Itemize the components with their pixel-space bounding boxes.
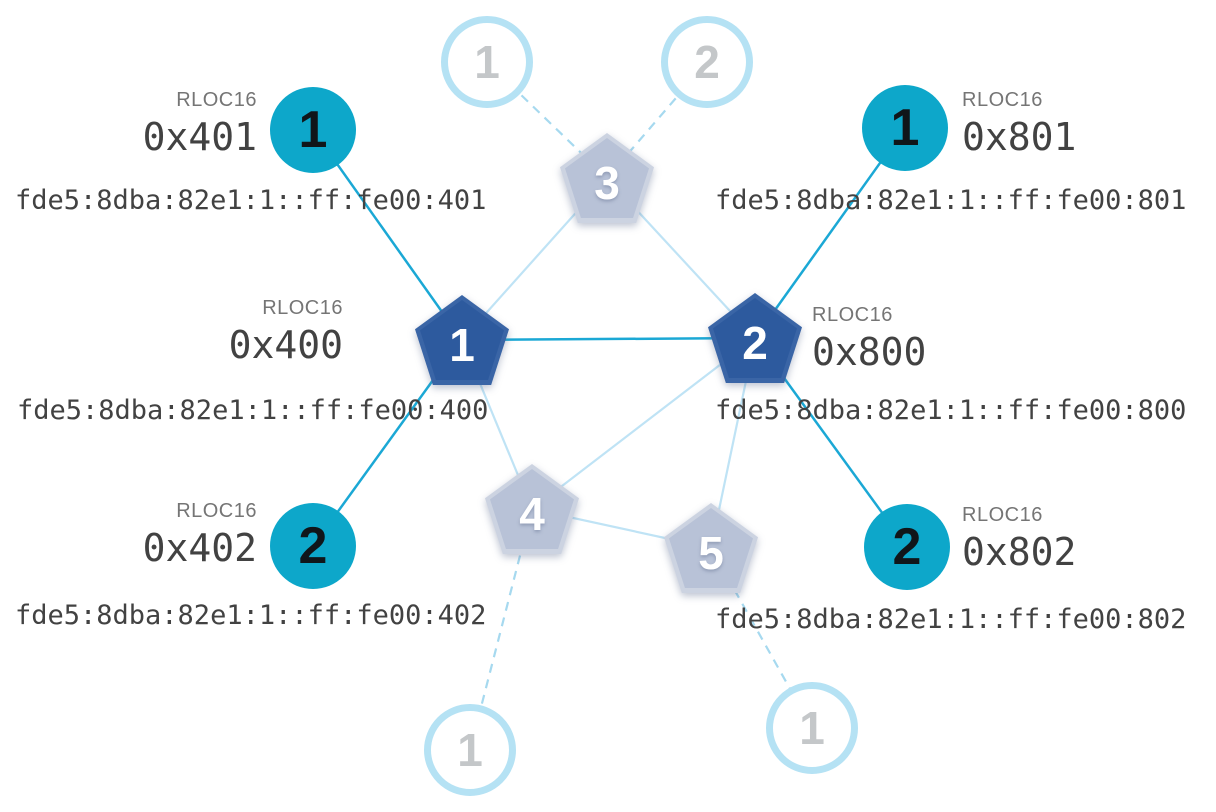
rloc16-value: 0x802 <box>962 530 1077 574</box>
child-bottom-right-1-node[interactable]: 1 <box>766 682 858 774</box>
node-number: 1 <box>474 36 500 88</box>
rloc16-title: RLOC16 <box>262 297 343 319</box>
node-number: 1 <box>457 724 483 776</box>
rloc16-value: 0x801 <box>962 115 1077 159</box>
link-router-2-router-4 <box>531 337 756 510</box>
router-1-rloc-label: RLOC16 0x400 <box>83 296 343 367</box>
rloc16-title: RLOC16 <box>962 89 1043 111</box>
router-4-node[interactable]: 4 <box>485 464 579 554</box>
rloc16-title: RLOC16 <box>176 500 257 522</box>
router-1-node[interactable]: 1 <box>415 295 509 385</box>
node-number: 2 <box>892 518 922 576</box>
child-402-ipv6-address: fde5:8dba:82e1:1::ff:fe00:402 <box>15 600 487 631</box>
node-number: 4 <box>519 488 545 540</box>
node-number: 3 <box>594 157 620 209</box>
child-401-rloc-label: RLOC16 0x401 <box>0 88 257 159</box>
rloc16-title: RLOC16 <box>176 89 257 111</box>
router-1-ipv6-address: fde5:8dba:82e1:1::ff:fe00:400 <box>17 395 489 426</box>
child-802-node[interactable]: 2 <box>864 504 950 590</box>
child-801-node[interactable]: 1 <box>862 85 948 171</box>
rloc16-value: 0x402 <box>142 526 257 570</box>
router-3-node[interactable]: 3 <box>560 133 654 223</box>
rloc16-value: 0x401 <box>142 115 257 159</box>
link-child-top-1-router-3 <box>486 61 608 179</box>
child-802-rloc-label: RLOC16 0x802 <box>962 503 1212 574</box>
rloc16-value: 0x400 <box>228 323 343 367</box>
child-bottom-left-1-node[interactable]: 1 <box>424 704 516 796</box>
link-router-1-router-2 <box>461 336 756 342</box>
child-802-ipv6-address: fde5:8dba:82e1:1::ff:fe00:802 <box>715 604 1187 635</box>
router-5-node[interactable]: 5 <box>664 503 758 593</box>
child-top-2-node[interactable]: 2 <box>661 16 753 108</box>
rloc16-title: RLOC16 <box>812 304 893 326</box>
node-number: 1 <box>890 99 920 157</box>
child-801-rloc-label: RLOC16 0x801 <box>962 88 1212 159</box>
router-2-ipv6-address: fde5:8dba:82e1:1::ff:fe00:800 <box>715 395 1187 426</box>
child-top-1-node[interactable]: 1 <box>441 16 533 108</box>
child-401-ipv6-address: fde5:8dba:82e1:1::ff:fe00:401 <box>15 185 487 216</box>
node-number: 2 <box>742 317 768 369</box>
rloc16-title: RLOC16 <box>962 504 1043 526</box>
child-801-ipv6-address: fde5:8dba:82e1:1::ff:fe00:801 <box>715 185 1187 216</box>
child-401-node[interactable]: 1 <box>270 87 356 173</box>
node-number: 2 <box>694 36 720 88</box>
child-402-node[interactable]: 2 <box>270 503 356 589</box>
node-number: 1 <box>799 702 825 754</box>
node-number: 1 <box>298 101 328 159</box>
node-number: 5 <box>698 527 724 579</box>
router-2-rloc-label: RLOC16 0x800 <box>812 303 1062 374</box>
router-2-node[interactable]: 2 <box>708 293 802 383</box>
node-number: 2 <box>298 517 328 575</box>
node-number: 1 <box>449 319 475 371</box>
child-402-rloc-label: RLOC16 0x402 <box>0 499 257 570</box>
rloc16-value: 0x800 <box>812 330 927 374</box>
